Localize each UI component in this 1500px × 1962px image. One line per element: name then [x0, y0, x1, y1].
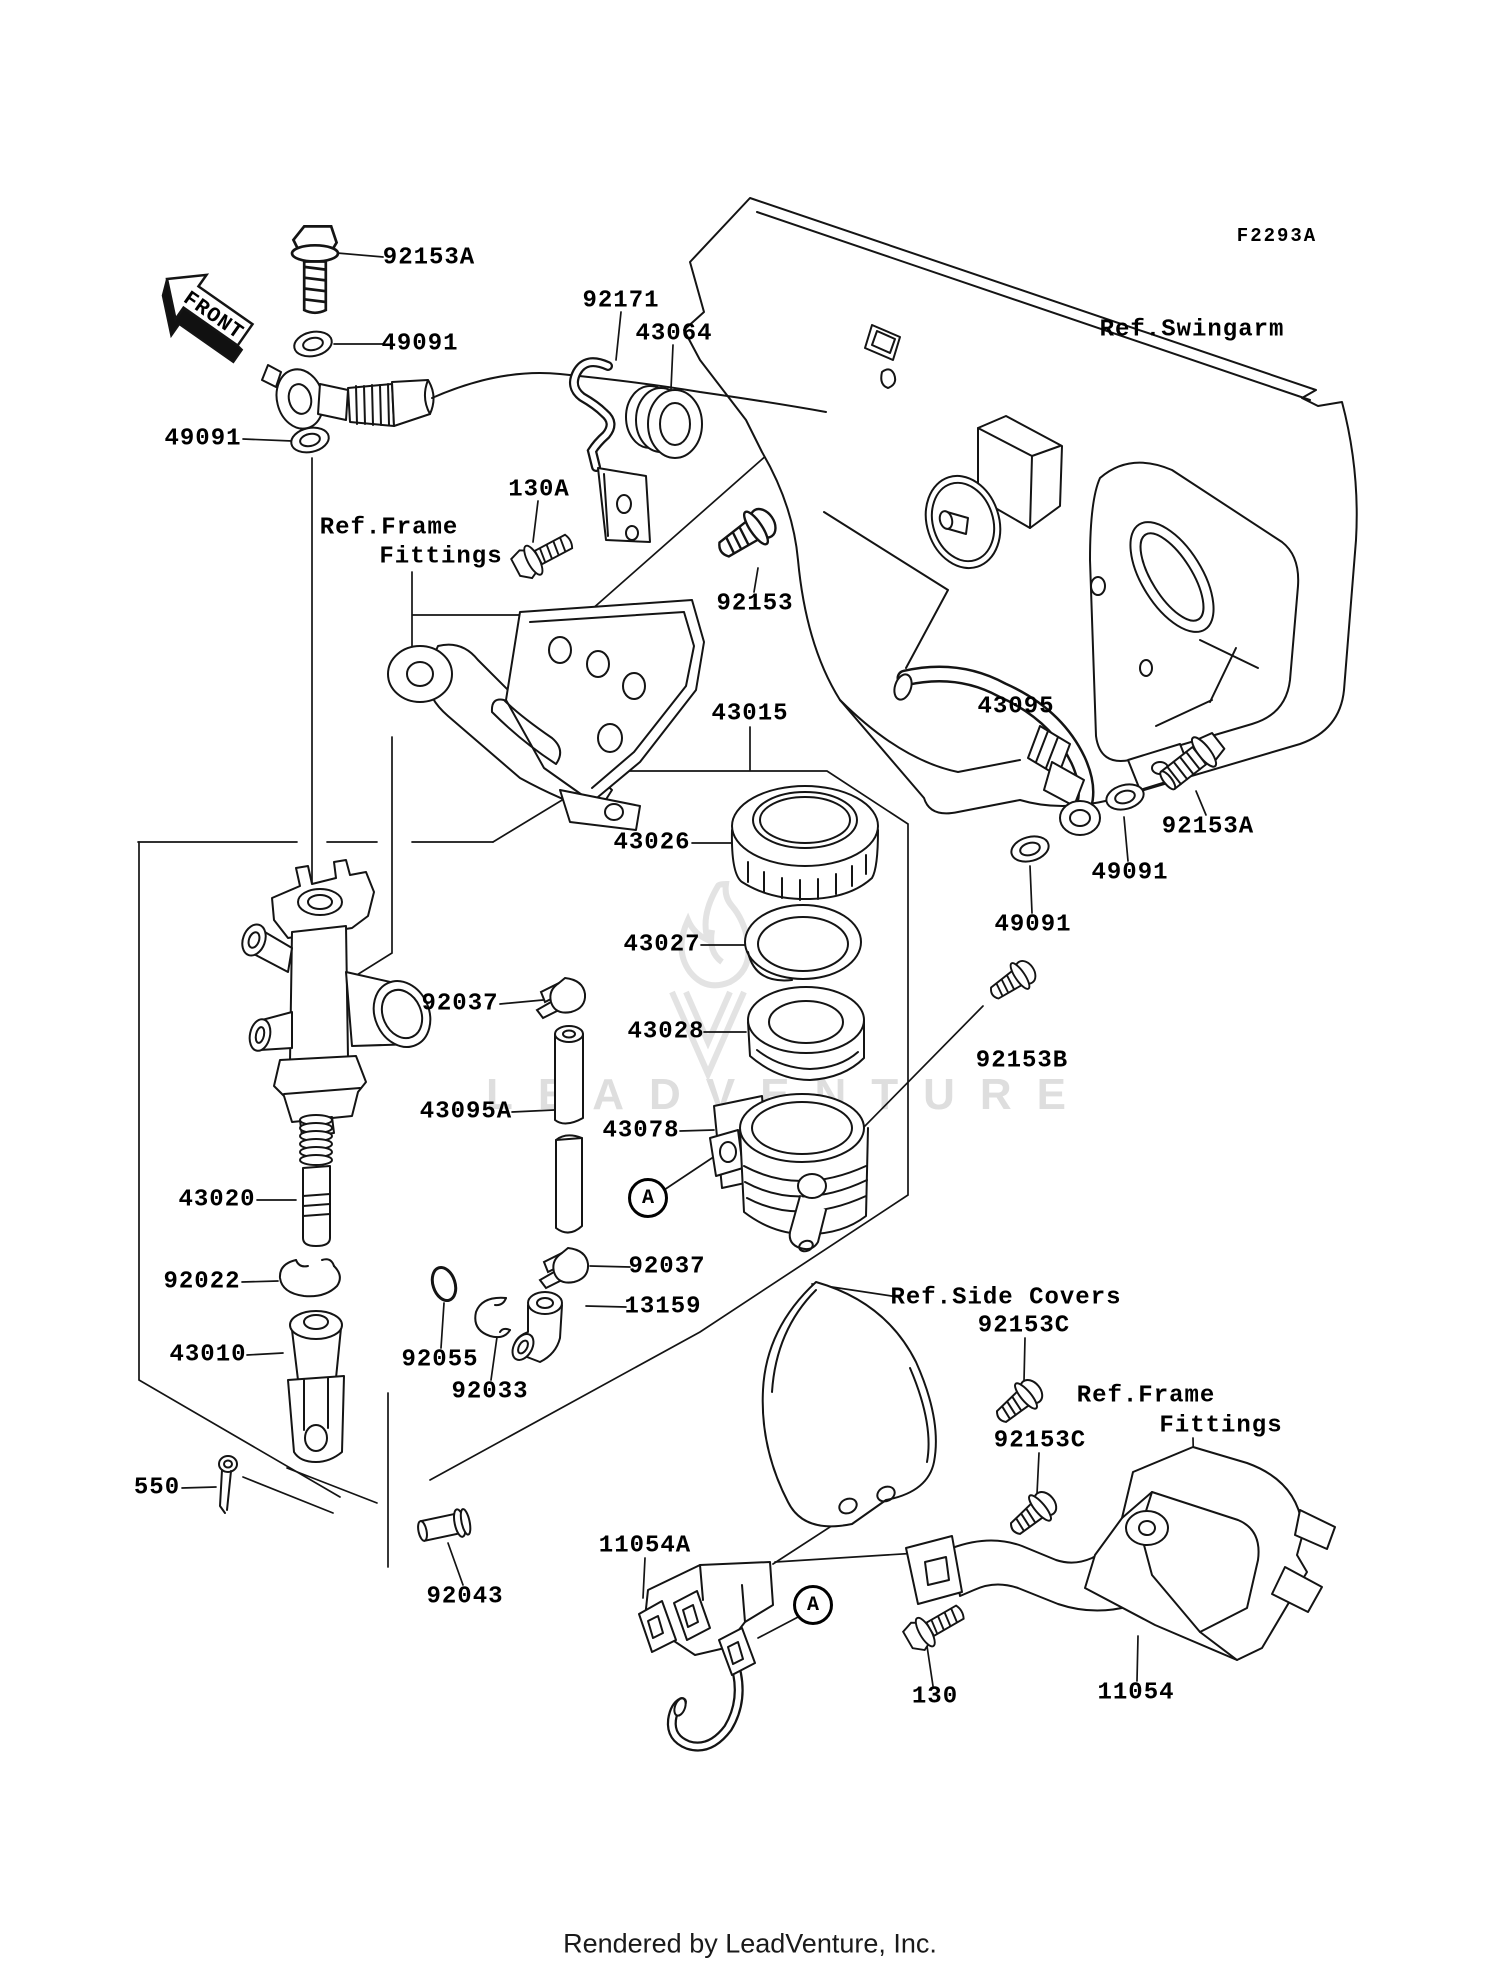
part-label-43078: 43078 — [602, 1117, 680, 1145]
part-label-11054: 11054 — [1097, 1679, 1175, 1707]
ref-label-frame-top-1: Ref.Frame — [319, 514, 459, 542]
part-label-92037-upper: 92037 — [421, 990, 499, 1018]
ref-label-swingarm: Ref.Swingarm — [1099, 316, 1285, 344]
part-label-92153c-1: 92153C — [977, 1312, 1071, 1340]
side-cover-drawing — [761, 1281, 937, 1528]
oring-92055-drawing — [430, 1265, 458, 1303]
part-label-13159: 13159 — [624, 1293, 702, 1321]
part-label-92043: 92043 — [426, 1583, 504, 1611]
part-label-92153b: 92153B — [975, 1047, 1069, 1075]
part-label-43028: 43028 — [627, 1018, 705, 1046]
banjo-switch-drawing — [261, 364, 827, 430]
ref-label-side-covers: Ref.Side Covers — [890, 1284, 1122, 1312]
frame-fitting-11054-drawing — [1084, 1446, 1336, 1661]
tube-43095a-drawing — [554, 1025, 584, 1234]
ref-label-frame-bot-1: Ref.Frame — [1076, 1382, 1216, 1410]
circlip-92033-drawing — [474, 1296, 511, 1339]
part-label-92037-lower: 92037 — [628, 1253, 706, 1281]
part-label-49091-r2: 49091 — [1091, 859, 1169, 887]
grommet-43064-drawing — [625, 385, 703, 459]
part-label-43095: 43095 — [977, 693, 1055, 721]
detail-marker-a-1: A — [628, 1178, 668, 1218]
hose-43095-drawing — [893, 665, 1101, 836]
part-label-43095a: 43095A — [419, 1098, 513, 1126]
piston-kit-43020-drawing — [299, 1114, 333, 1247]
part-label-43015: 43015 — [711, 700, 789, 728]
part-label-43026: 43026 — [613, 829, 691, 857]
part-label-92171: 92171 — [582, 287, 660, 315]
front-arrow: FRONT — [161, 273, 255, 364]
bracket-11054a-drawing — [638, 1561, 774, 1752]
part-label-43027: 43027 — [623, 931, 701, 959]
rod-43010-drawing — [287, 1310, 345, 1463]
part-label-92033: 92033 — [451, 1378, 529, 1406]
detail-marker-a-2: A — [793, 1585, 833, 1625]
part-label-92153a-top: 92153A — [382, 244, 476, 272]
part-label-92153a-right: 92153A — [1161, 813, 1255, 841]
page-code: F2293A — [1236, 225, 1318, 247]
footer-credit: Rendered by LeadVenture, Inc. — [563, 1928, 937, 1959]
part-label-130a: 130A — [508, 476, 570, 504]
part-label-550: 550 — [133, 1474, 181, 1502]
part-label-92022: 92022 — [163, 1268, 241, 1296]
cup-43028-drawing — [747, 986, 865, 1081]
mc-bracket-drawing — [387, 599, 705, 831]
swingarm-drawing — [683, 197, 1358, 815]
cap-43026-drawing — [730, 785, 879, 901]
cotter-550-drawing — [218, 1455, 238, 1514]
watermark-logo-icon — [669, 880, 752, 1082]
pin-92043-drawing — [417, 1508, 472, 1542]
part-label-130: 130 — [911, 1683, 959, 1711]
piston-assy-43078-drawing — [709, 1093, 869, 1253]
ref-label-frame-bot-2: Fittings — [1159, 1412, 1283, 1440]
gasket-43027-drawing — [744, 904, 862, 982]
part-label-49091-left: 49091 — [164, 425, 242, 453]
part-label-92153c-2: 92153C — [993, 1427, 1087, 1455]
elbow-13159-drawing — [511, 1291, 563, 1363]
part-label-92153: 92153 — [716, 590, 794, 618]
bolt-92153a-right-drawing — [1159, 732, 1226, 791]
clamp-92171-drawing — [568, 357, 651, 543]
part-label-11054a: 11054A — [598, 1532, 692, 1560]
part-label-49091-r1: 49091 — [994, 911, 1072, 939]
ref-label-frame-top-2: Fittings — [379, 543, 503, 571]
part-label-43064: 43064 — [635, 320, 713, 348]
part-label-43010: 43010 — [169, 1341, 247, 1369]
part-label-92055: 92055 — [401, 1346, 479, 1374]
part-label-49091-top: 49091 — [381, 330, 459, 358]
circlip-92022-drawing — [278, 1258, 341, 1298]
part-label-43020: 43020 — [178, 1186, 256, 1214]
